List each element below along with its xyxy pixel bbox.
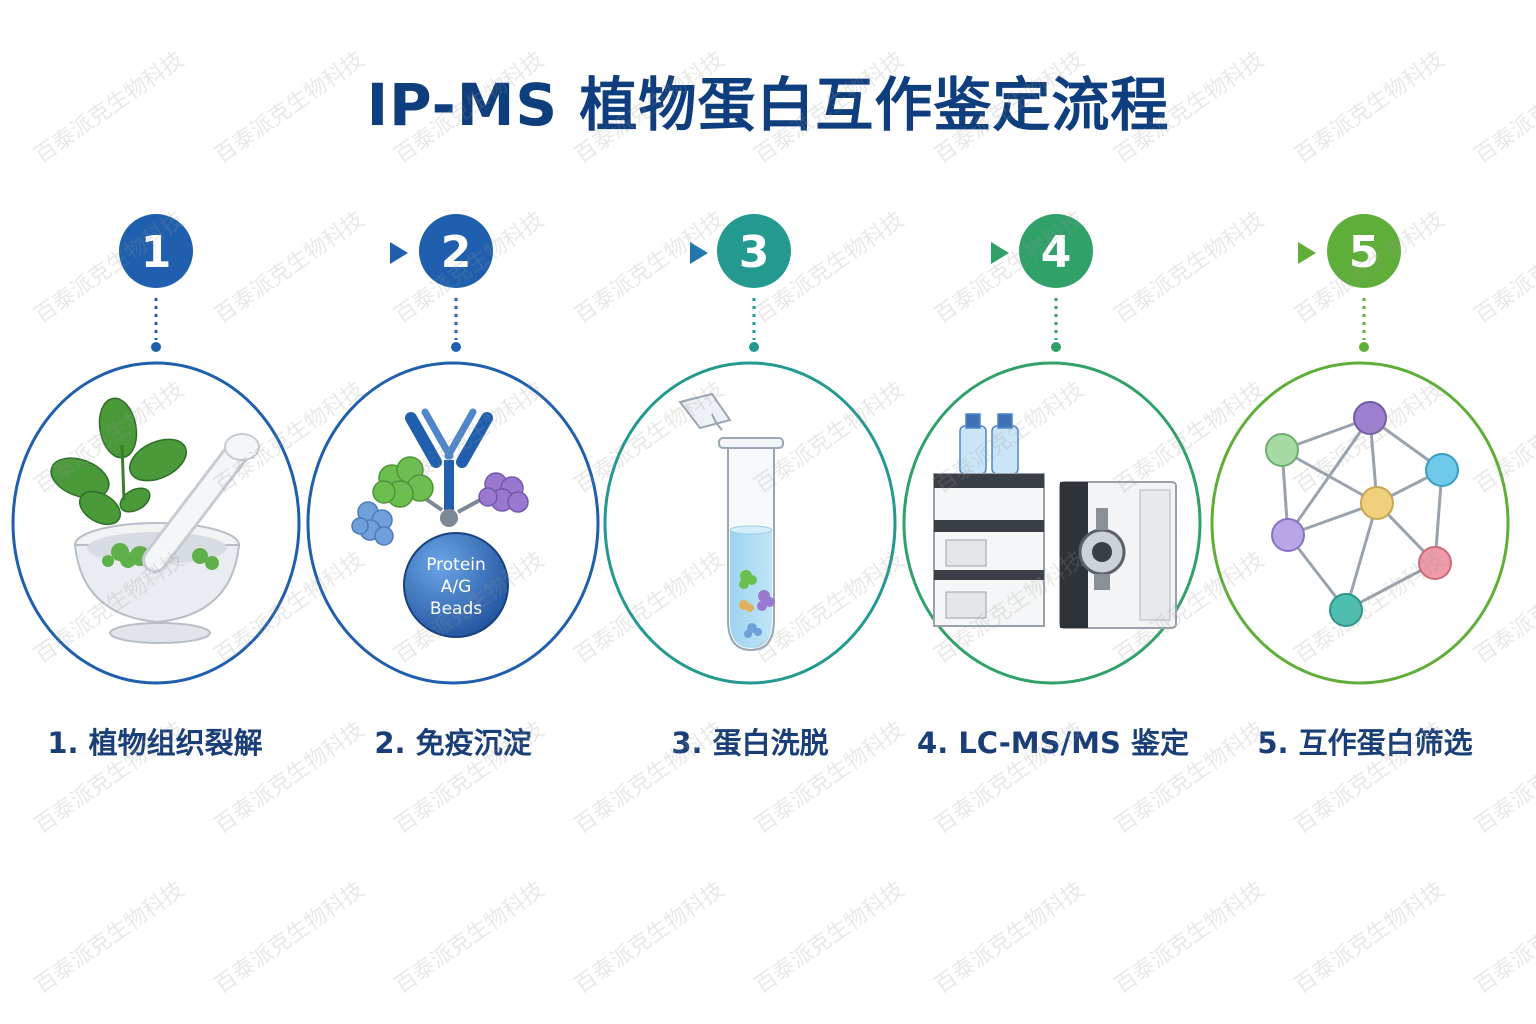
step-3-number: 3 xyxy=(739,227,770,278)
step-4-badge xyxy=(1019,214,1093,288)
step-2-badge xyxy=(419,214,493,288)
flow-arrows xyxy=(204,242,1316,264)
elution-tube-icon xyxy=(678,392,784,652)
beads-label-line-1: Protein xyxy=(426,555,486,575)
antibody-bead-icon xyxy=(351,408,529,638)
arrowhead-1-2 xyxy=(390,242,408,264)
step-1: 1 xyxy=(11,214,301,685)
step-4: 4 xyxy=(902,214,1202,685)
step-3: 3 xyxy=(603,214,897,685)
step-1-label: 1. 植物组织裂解 xyxy=(47,726,263,760)
step-2-circle xyxy=(306,361,600,685)
interaction-network-icon xyxy=(1265,401,1459,627)
step-5-badge xyxy=(1327,214,1401,288)
step-2-label: 2. 免疫沉淀 xyxy=(374,726,532,760)
step-4-number: 4 xyxy=(1041,227,1072,278)
step-5: 5 xyxy=(1210,214,1510,685)
step-1-badge xyxy=(119,214,193,288)
page-title: IP-MS 植物蛋白互作鉴定流程 xyxy=(366,71,1170,139)
lc-ms-instrument-icon xyxy=(933,413,1177,629)
step-3-circle xyxy=(603,361,897,685)
step-1-number: 1 xyxy=(141,227,172,278)
step-1-circle xyxy=(11,361,301,685)
arrowhead-3-4 xyxy=(991,242,1009,264)
beads-label-line-2: A/G xyxy=(441,577,472,597)
step-2-connector-dot xyxy=(451,342,461,352)
arrowhead-2-3 xyxy=(690,242,708,264)
step-3-label: 3. 蛋白洗脱 xyxy=(671,726,829,760)
step-2-number: 2 xyxy=(441,227,472,278)
step-2: 2 xyxy=(306,214,600,685)
step-5-label: 5. 互作蛋白筛选 xyxy=(1257,726,1473,760)
step-5-circle xyxy=(1210,361,1510,685)
step-5-number: 5 xyxy=(1349,227,1380,278)
beads-label-line-3: Beads xyxy=(430,599,482,619)
step-3-badge xyxy=(717,214,791,288)
arrowhead-4-5 xyxy=(1298,242,1316,264)
step-4-label: 4. LC-MS/MS 鉴定 xyxy=(917,726,1189,760)
step-3-connector-dot xyxy=(749,342,759,352)
mortar-pestle-icon xyxy=(50,397,260,644)
step-5-connector-dot xyxy=(1359,342,1369,352)
step-4-circle xyxy=(902,361,1202,685)
step-4-connector-dot xyxy=(1051,342,1061,352)
beads-label: Protein A/G Beads xyxy=(426,555,486,619)
step-1-connector-dot xyxy=(151,342,161,352)
